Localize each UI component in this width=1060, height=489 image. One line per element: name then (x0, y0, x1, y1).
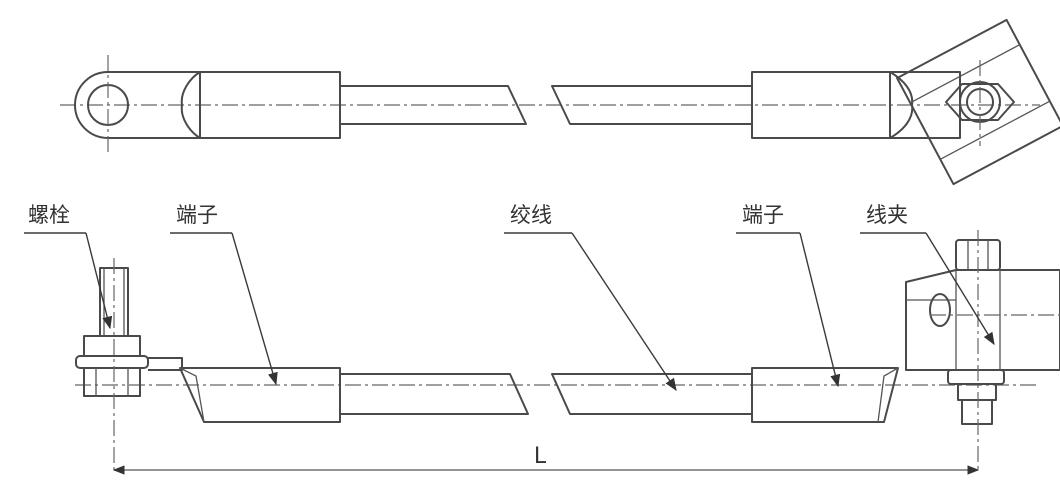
top-right-terminal (751, 71, 891, 139)
side-left-bolt (75, 258, 149, 470)
top-view (60, 18, 1060, 186)
label-bolt: 螺栓 (28, 203, 70, 227)
dimension-label: L (534, 444, 547, 469)
side-right-clamp (905, 230, 1060, 470)
side-view: L (75, 230, 1060, 475)
top-right-clamp (889, 18, 1060, 186)
label-stranded-wire: 绞线 (510, 203, 552, 227)
dimension-L: L (112, 444, 980, 475)
side-right-wire (551, 373, 753, 415)
side-left-terminal (179, 367, 341, 423)
top-left-wire (340, 85, 527, 125)
top-left-terminal (199, 71, 341, 139)
label-terminal-left: 端子 (176, 203, 218, 227)
side-right-terminal (751, 367, 899, 423)
side-left-wire (340, 373, 529, 415)
annotations: 螺栓 端子 绞线 端子 线夹 (24, 203, 995, 392)
side-left-lug-plate (148, 357, 183, 371)
label-terminal-right: 端子 (742, 203, 784, 227)
top-left-lug (74, 55, 201, 155)
label-clamp: 线夹 (866, 203, 908, 227)
